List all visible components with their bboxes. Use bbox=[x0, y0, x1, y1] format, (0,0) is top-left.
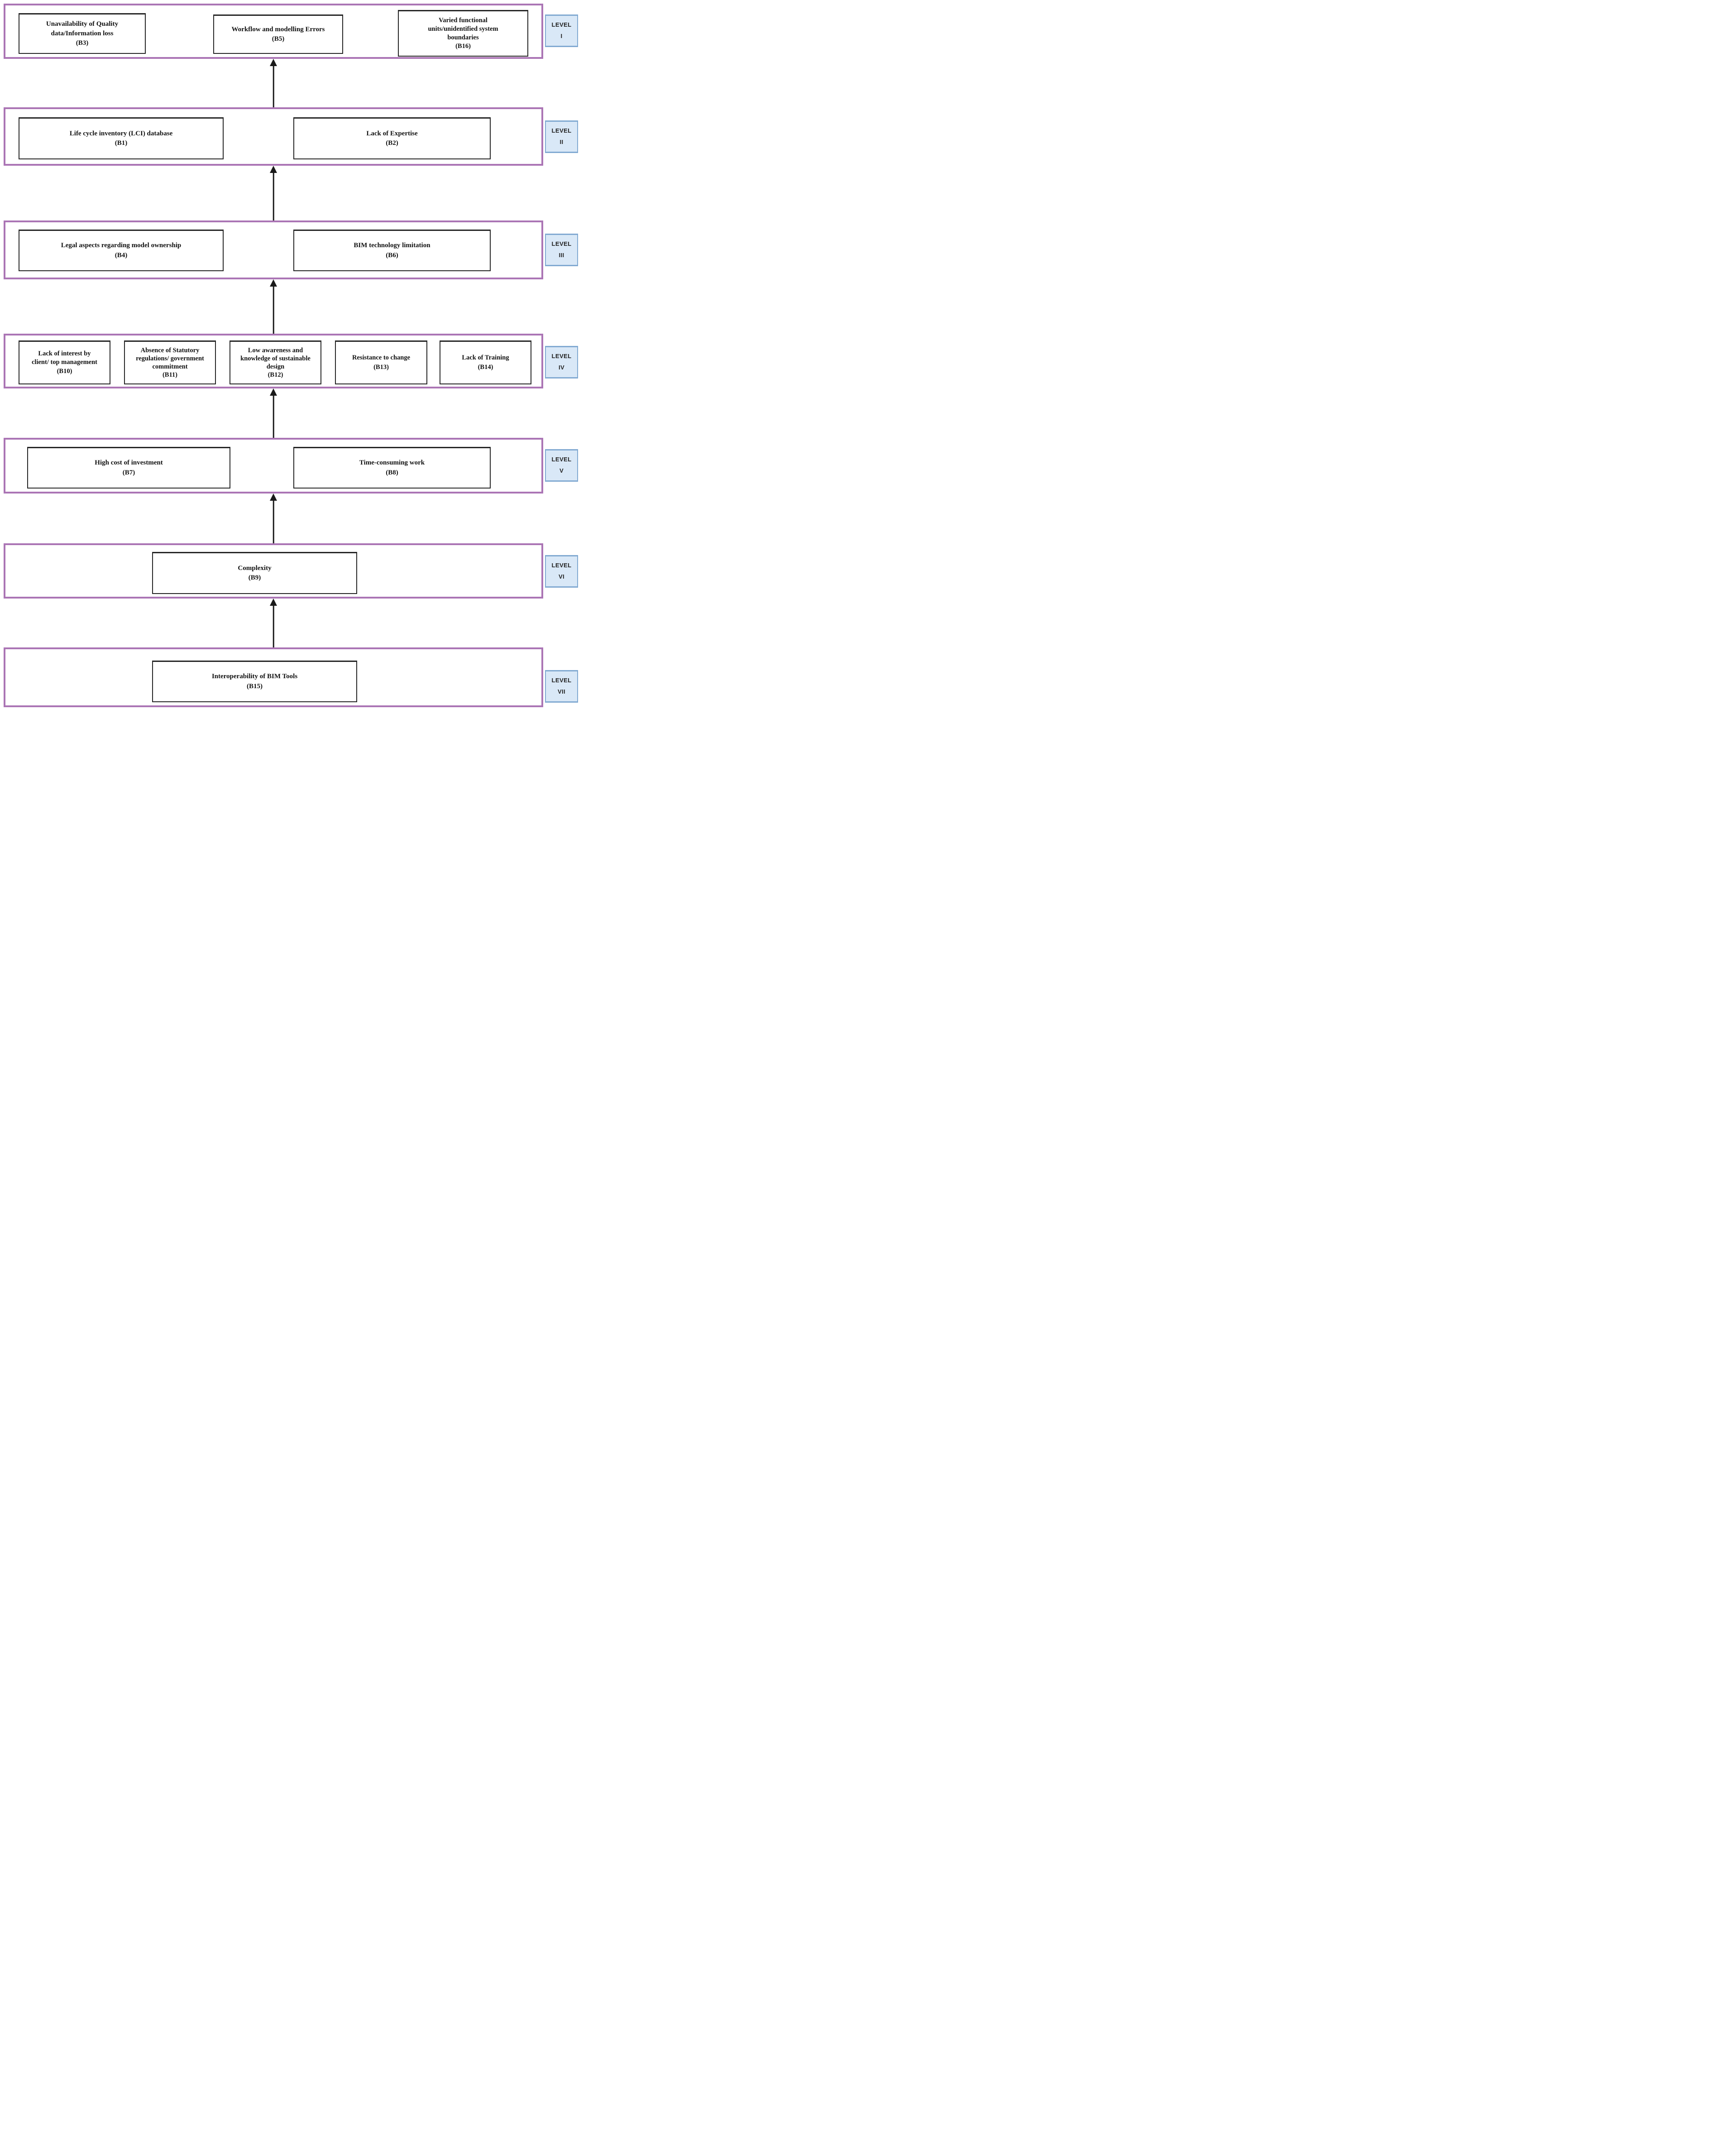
arrowhead-up-icon bbox=[270, 59, 277, 66]
arrow-shaft bbox=[273, 285, 274, 334]
level-label-1: LEVEL I bbox=[545, 14, 578, 47]
arrowhead-up-icon bbox=[270, 599, 277, 606]
level-band-3: Legal aspects regarding model ownership … bbox=[4, 220, 543, 279]
arrow-shaft bbox=[273, 394, 274, 438]
level-band-2: Life cycle inventory (LCI) database (B1)… bbox=[4, 107, 543, 166]
level-band-7: Interoperability of BIM Tools (B15) bbox=[4, 647, 543, 707]
arrowhead-up-icon bbox=[270, 493, 277, 501]
node-B14: Lack of Training (B14) bbox=[440, 340, 531, 384]
level-band-4: Lack of interest by client/ top manageme… bbox=[4, 334, 543, 388]
node-B11: Absence of Statutory regulations/ govern… bbox=[124, 340, 216, 384]
level-label-6: LEVEL VI bbox=[545, 555, 578, 588]
arrow-shaft bbox=[273, 604, 274, 647]
node-B4: Legal aspects regarding model ownership … bbox=[19, 230, 224, 271]
level-label-5: LEVEL V bbox=[545, 449, 578, 482]
arrow-level2-to-level1 bbox=[270, 59, 277, 107]
level-band-6: Complexity (B9) bbox=[4, 543, 543, 599]
arrowhead-up-icon bbox=[270, 279, 277, 287]
arrow-level4-to-level3 bbox=[270, 279, 277, 334]
node-B9: Complexity (B9) bbox=[152, 552, 357, 594]
level-label-7: LEVEL VII bbox=[545, 670, 578, 703]
arrow-shaft bbox=[273, 172, 274, 220]
level-band-1: Unavailability of Quality data/Informati… bbox=[4, 4, 543, 59]
level-band-5: High cost of investment (B7) Time-consum… bbox=[4, 438, 543, 493]
node-B12: Low awareness and knowledge of sustainab… bbox=[230, 340, 321, 384]
arrow-shaft bbox=[273, 499, 274, 543]
level-label-3: LEVEL III bbox=[545, 234, 578, 266]
node-B5: Workflow and modelling Errors (B5) bbox=[213, 14, 343, 54]
arrow-level3-to-level2 bbox=[270, 166, 277, 220]
arrowhead-up-icon bbox=[270, 388, 277, 396]
level-label-4: LEVEL IV bbox=[545, 346, 578, 378]
arrow-level7-to-level6 bbox=[270, 599, 277, 647]
node-B3: Unavailability of Quality data/Informati… bbox=[19, 13, 146, 54]
node-B6: BIM technology limitation (B6) bbox=[293, 230, 491, 271]
node-B16: Varied functional units/unidentified sys… bbox=[398, 10, 528, 57]
node-B15: Interoperability of BIM Tools (B15) bbox=[152, 661, 357, 702]
level-label-2: LEVEL II bbox=[545, 120, 578, 153]
arrow-level5-to-level4 bbox=[270, 388, 277, 438]
arrow-shaft bbox=[273, 65, 274, 107]
node-B8: Time-consuming work (B8) bbox=[293, 447, 491, 489]
node-B7: High cost of investment (B7) bbox=[27, 447, 230, 489]
arrowhead-up-icon bbox=[270, 166, 277, 173]
arrow-level6-to-level5 bbox=[270, 493, 277, 543]
node-B13: Resistance to change (B13) bbox=[335, 340, 427, 384]
node-B10: Lack of interest by client/ top manageme… bbox=[19, 340, 110, 384]
node-B1: Life cycle inventory (LCI) database (B1) bbox=[19, 117, 224, 159]
ism-hierarchy-diagram: Unavailability of Quality data/Informati… bbox=[0, 0, 579, 719]
node-B2: Lack of Expertise (B2) bbox=[293, 117, 491, 159]
